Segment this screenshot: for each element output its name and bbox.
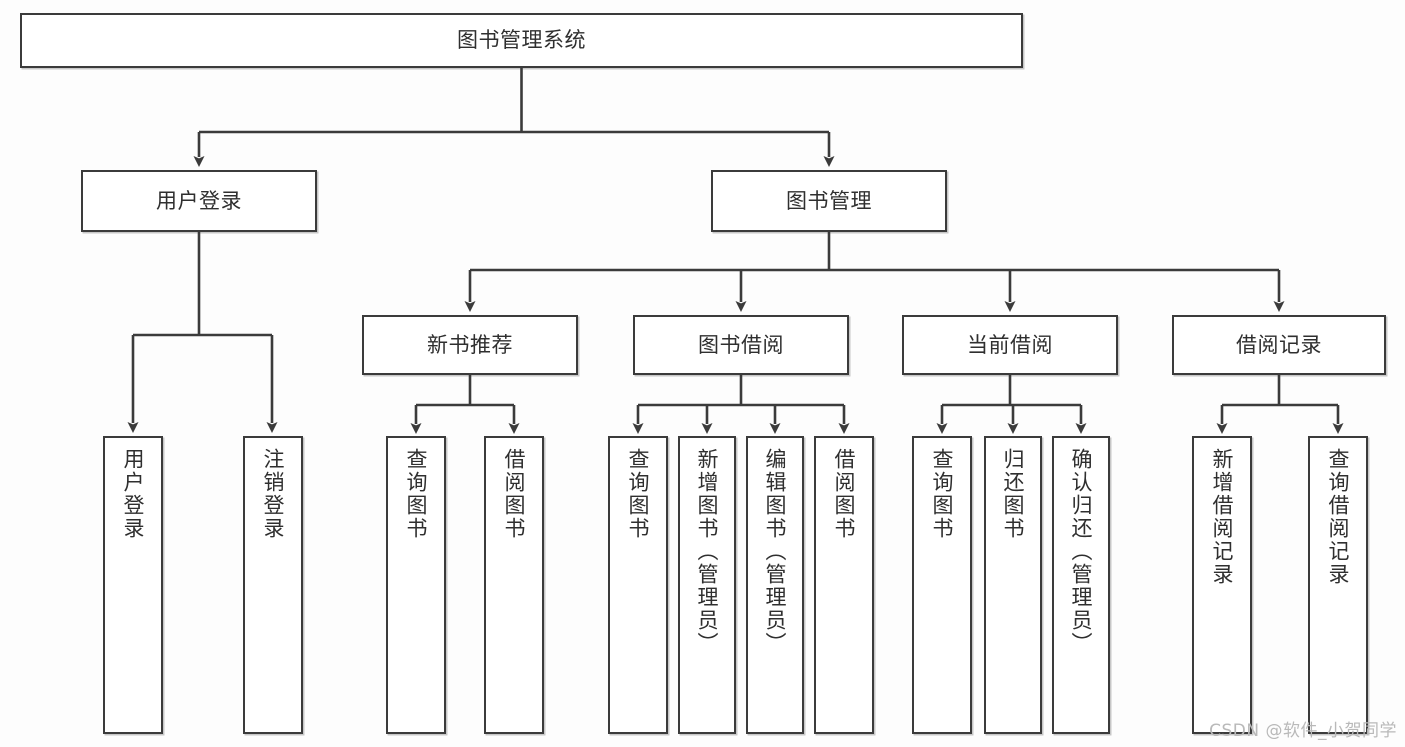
node-leaf-query-book-br[interactable]: 查询图书 bbox=[608, 436, 668, 734]
node-leaf-return-book[interactable]: 归还图书 bbox=[984, 436, 1042, 734]
node-leaf-borrow-book-br-label: 借阅图书 bbox=[832, 448, 857, 540]
node-user-login[interactable]: 用户登录 bbox=[81, 170, 317, 232]
node-new-book-rec-label: 新书推荐 bbox=[427, 332, 513, 357]
node-leaf-query-book-cb[interactable]: 查询图书 bbox=[912, 436, 972, 734]
node-leaf-edit-book[interactable]: 编辑图书（管理员） bbox=[746, 436, 804, 734]
node-leaf-query-record-label: 查询借阅记录 bbox=[1326, 448, 1351, 586]
node-leaf-query-book-br-label: 查询图书 bbox=[626, 448, 651, 540]
node-leaf-query-book-rec[interactable]: 查询图书 bbox=[386, 436, 446, 734]
node-book-borrow[interactable]: 图书借阅 bbox=[633, 315, 849, 375]
node-leaf-borrow-book-br[interactable]: 借阅图书 bbox=[814, 436, 874, 734]
node-borrow-record[interactable]: 借阅记录 bbox=[1172, 315, 1386, 375]
node-leaf-query-record[interactable]: 查询借阅记录 bbox=[1308, 436, 1368, 734]
node-leaf-user-login[interactable]: 用户登录 bbox=[103, 436, 163, 734]
node-leaf-confirm-return-label: 确认归还（管理员） bbox=[1069, 448, 1094, 655]
node-leaf-query-book-rec-label: 查询图书 bbox=[404, 448, 429, 540]
node-current-borrow-label: 当前借阅 bbox=[967, 332, 1053, 357]
node-leaf-user-logout-label: 注销登录 bbox=[261, 448, 286, 540]
node-leaf-return-book-label: 归还图书 bbox=[1001, 448, 1026, 540]
node-leaf-user-login-label: 用户登录 bbox=[121, 448, 146, 540]
node-leaf-user-logout[interactable]: 注销登录 bbox=[243, 436, 303, 734]
node-current-borrow[interactable]: 当前借阅 bbox=[902, 315, 1118, 375]
node-borrow-record-label: 借阅记录 bbox=[1236, 332, 1322, 357]
node-root[interactable]: 图书管理系统 bbox=[20, 13, 1023, 68]
node-root-label: 图书管理系统 bbox=[457, 28, 586, 53]
node-leaf-edit-book-label: 编辑图书（管理员） bbox=[763, 448, 788, 655]
node-leaf-borrow-book-rec-label: 借阅图书 bbox=[502, 448, 527, 540]
node-leaf-query-book-cb-label: 查询图书 bbox=[930, 448, 955, 540]
node-new-book-rec[interactable]: 新书推荐 bbox=[362, 315, 578, 375]
node-book-manage-label: 图书管理 bbox=[786, 188, 872, 213]
node-leaf-add-book-label: 新增图书（管理员） bbox=[695, 448, 720, 655]
node-leaf-add-record-label: 新增借阅记录 bbox=[1210, 448, 1235, 586]
watermark-text: CSDN @软件_小贺同学 bbox=[1209, 721, 1397, 741]
node-leaf-confirm-return[interactable]: 确认归还（管理员） bbox=[1052, 436, 1110, 734]
node-book-manage[interactable]: 图书管理 bbox=[711, 170, 947, 232]
node-user-login-label: 用户登录 bbox=[156, 188, 242, 213]
node-leaf-add-record[interactable]: 新增借阅记录 bbox=[1192, 436, 1252, 734]
node-leaf-borrow-book-rec[interactable]: 借阅图书 bbox=[484, 436, 544, 734]
node-book-borrow-label: 图书借阅 bbox=[698, 332, 784, 357]
node-leaf-add-book[interactable]: 新增图书（管理员） bbox=[678, 436, 736, 734]
